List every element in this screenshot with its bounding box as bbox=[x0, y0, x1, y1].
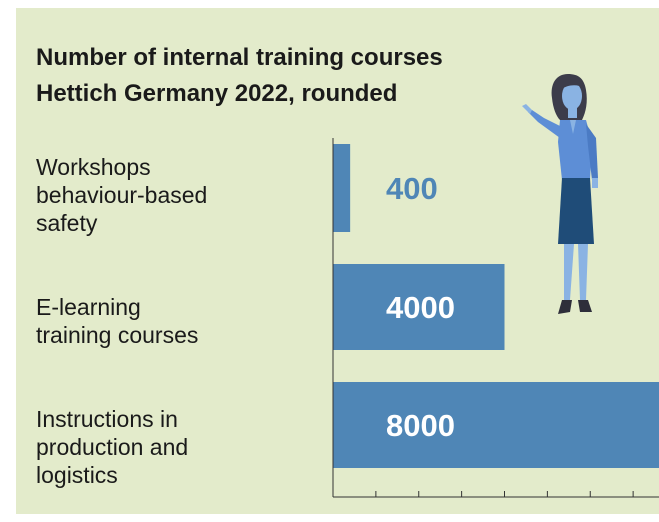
bar-value-label: 400 bbox=[386, 171, 438, 206]
chart-title: Number of internal training courses Hett… bbox=[36, 40, 443, 112]
presenting-woman-icon bbox=[522, 74, 598, 314]
category-label-line: behaviour-based bbox=[36, 182, 208, 208]
title-line-2: Hettich Germany 2022, rounded bbox=[36, 80, 398, 107]
bars-layer: 400 4000 8000 bbox=[333, 144, 659, 468]
axis-layer bbox=[332, 138, 659, 498]
bar-value-label: 4000 bbox=[386, 290, 455, 325]
category-label-instructions: Instructions in production and logistics bbox=[36, 405, 188, 489]
bar-2 bbox=[333, 382, 659, 468]
chart-panel: Number of internal training courses Hett… bbox=[16, 8, 659, 514]
title-line-1: Number of internal training courses bbox=[36, 44, 443, 71]
category-label-line: Instructions in bbox=[36, 406, 178, 432]
category-label-line: safety bbox=[36, 210, 98, 236]
bar-value-label: 8000 bbox=[386, 408, 455, 443]
bar-1 bbox=[333, 264, 505, 350]
category-label-line: production and bbox=[36, 434, 189, 460]
category-label-line: training courses bbox=[36, 322, 199, 348]
category-label-workshops: Workshops behaviour-based safety bbox=[36, 153, 207, 237]
bar-chart: 400 4000 8000 bbox=[332, 138, 659, 498]
category-label-elearning: E-learning training courses bbox=[36, 293, 198, 349]
category-label-line: E-learning bbox=[36, 294, 141, 320]
category-label-line: logistics bbox=[36, 462, 118, 488]
bar-0 bbox=[333, 144, 351, 232]
category-label-line: Workshops bbox=[36, 154, 151, 180]
